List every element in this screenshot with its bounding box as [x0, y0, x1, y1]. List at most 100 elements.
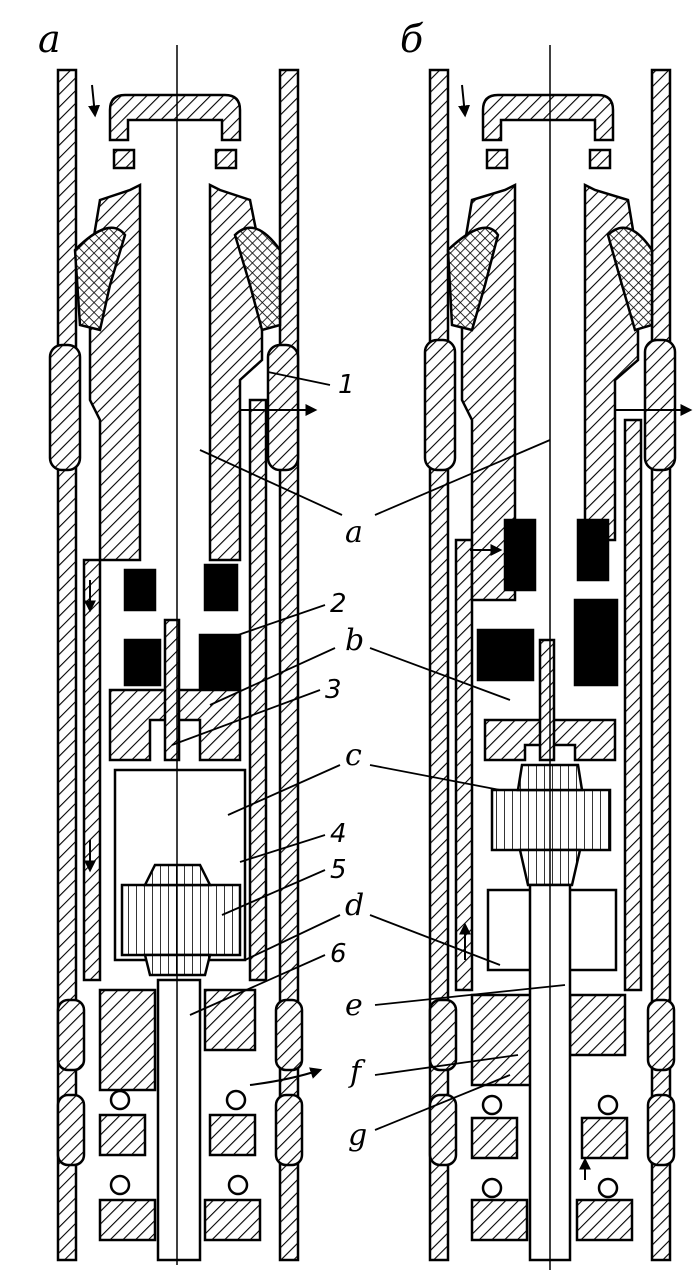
right-bottom-block-r	[568, 993, 627, 1057]
right-packing-ring-left	[446, 226, 500, 332]
panel-label-right: б	[400, 17, 424, 61]
right-inner-casing-right	[623, 418, 643, 992]
right-packing-ring-right	[606, 226, 654, 332]
right-black-seal-4	[573, 598, 619, 687]
left-lower-valve-r2	[203, 1198, 262, 1242]
right-ball-4	[597, 1177, 619, 1199]
left-port-square-r	[214, 148, 238, 170]
leader-c-left	[227, 764, 341, 816]
left-black-seal-1	[123, 568, 157, 612]
label-a: a	[345, 515, 363, 550]
left-assembly	[48, 45, 323, 1265]
left-outer-wall-left	[56, 68, 78, 1262]
left-lower-valve-l	[98, 1113, 147, 1157]
left-bottom-block-l	[98, 988, 157, 1092]
leader-5	[221, 869, 326, 916]
left-outer-wall-right	[278, 68, 300, 1262]
leader-6	[189, 954, 326, 1016]
leader-c-right	[369, 764, 501, 791]
right-black-seal-1	[503, 518, 537, 592]
label-d: d	[345, 888, 364, 923]
right-coupling-top-right	[643, 338, 677, 472]
label-g: g	[348, 1118, 367, 1153]
left-black-seal-2	[203, 563, 239, 612]
right-flow-arrow-1	[458, 84, 471, 118]
left-bottom-block-r	[203, 988, 257, 1052]
right-port-square-l	[485, 148, 509, 170]
left-port-square-l	[112, 148, 136, 170]
left-coupling-top-left	[48, 343, 82, 472]
left-flow-arrow-1	[88, 84, 101, 118]
left-rod	[156, 978, 202, 1262]
left-inner-casing-left	[82, 558, 102, 982]
left-valve-plate	[108, 688, 242, 762]
right-stem	[538, 638, 556, 762]
leader-d-left	[244, 914, 341, 961]
right-ball-2	[597, 1094, 619, 1116]
left-ball-1	[109, 1089, 131, 1111]
left-stem	[163, 618, 181, 762]
leader-f	[374, 1054, 519, 1076]
label-3: 3	[325, 675, 342, 705]
left-ball-4	[227, 1174, 249, 1196]
right-coupling-low-right	[646, 1093, 676, 1167]
label-4: 4	[330, 819, 347, 849]
left-black-seal-3	[123, 638, 162, 687]
left-ball-3	[109, 1174, 131, 1196]
right-black-seal-3	[476, 628, 535, 682]
left-coupling-top-right	[266, 343, 300, 472]
leader-1	[267, 371, 331, 386]
leader-e	[374, 984, 566, 1006]
leader-d-right	[369, 914, 501, 966]
left-ball-2	[225, 1089, 247, 1111]
right-plunger	[490, 788, 612, 852]
right-coupling-top-left	[423, 338, 457, 472]
leader-g	[374, 1074, 511, 1131]
right-ball-3	[481, 1177, 503, 1199]
label-e: e	[345, 988, 363, 1023]
left-inner-casing-right	[248, 398, 268, 982]
left-top-cap	[108, 93, 242, 142]
left-coupling-low-right	[274, 1093, 304, 1167]
right-outer-wall-left	[428, 68, 450, 1262]
left-packing-ring-left	[73, 226, 127, 332]
right-lower-valve-l2	[470, 1198, 529, 1242]
left-packing-ring-right	[233, 226, 282, 332]
left-flow-arrow-4	[249, 1067, 323, 1086]
right-outer-wall-right	[650, 68, 672, 1262]
label-5: 5	[330, 855, 347, 885]
right-coupling-mid-left	[428, 998, 458, 1072]
leader-3	[171, 689, 321, 746]
leader-b-right	[369, 647, 511, 701]
right-ball-1	[481, 1094, 503, 1116]
label-2: 2	[330, 589, 347, 619]
label-1: 1	[338, 370, 355, 400]
right-port-square-r	[588, 148, 612, 170]
left-black-seal-4	[198, 633, 242, 692]
panel-label-left: а	[38, 17, 61, 61]
right-bottom-block-l	[470, 993, 534, 1087]
right-lower-valve-l	[470, 1116, 519, 1160]
label-6: 6	[330, 939, 347, 969]
left-coupling-mid-right	[274, 998, 304, 1072]
label-f: f	[348, 1055, 366, 1090]
leader-2	[237, 604, 326, 636]
leader-4	[239, 834, 326, 863]
label-b: b	[345, 623, 364, 658]
left-coupling-low-left	[56, 1093, 86, 1167]
left-plunger	[120, 883, 242, 957]
leader-a-left	[199, 449, 343, 516]
left-lower-valve-r	[208, 1113, 257, 1157]
right-coupling-mid-right	[646, 998, 676, 1072]
leader-lines	[171, 371, 566, 1131]
right-lower-valve-r2	[575, 1198, 634, 1242]
leader-b-left	[209, 647, 336, 706]
right-inner-casing-left	[454, 538, 474, 992]
left-coupling-mid-left	[56, 998, 86, 1072]
right-black-seal-2	[576, 518, 610, 582]
right-top-cap	[481, 93, 615, 142]
leader-a-right	[374, 439, 551, 516]
right-coupling-low-left	[428, 1093, 458, 1167]
right-lower-valve-r	[580, 1116, 629, 1160]
